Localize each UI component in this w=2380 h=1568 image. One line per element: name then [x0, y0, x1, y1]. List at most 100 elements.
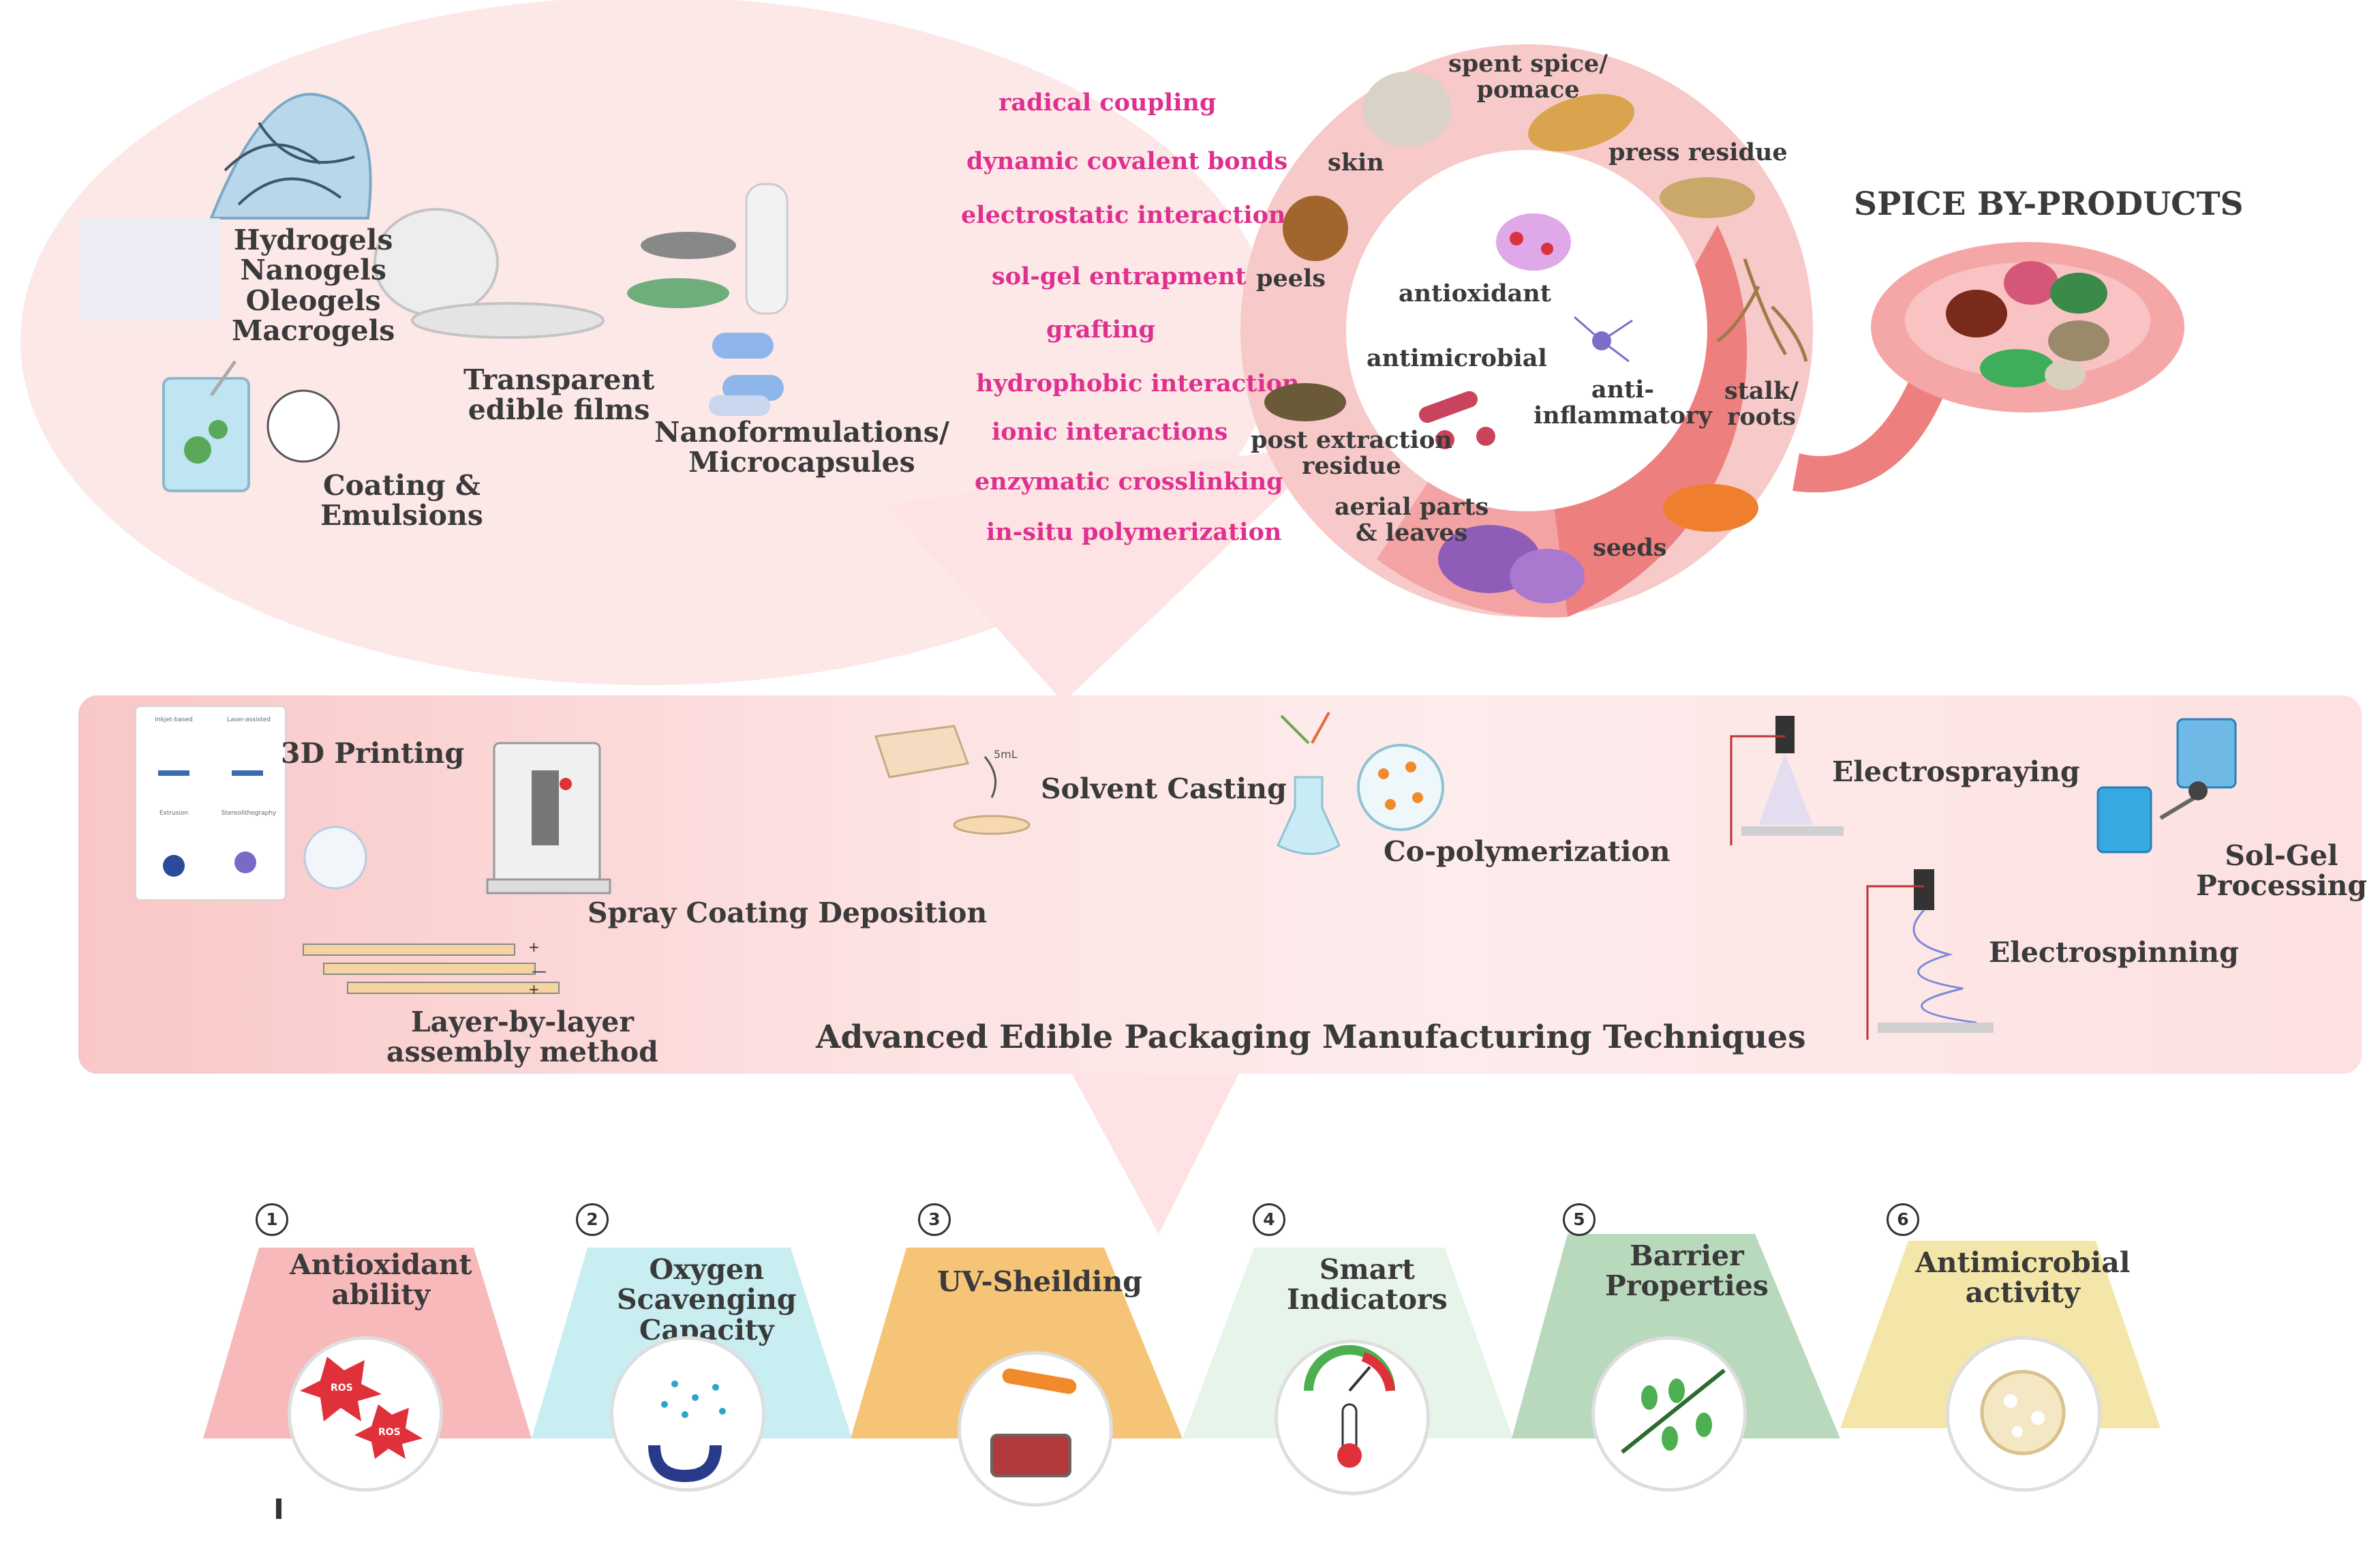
- label-seeds: seeds: [1593, 534, 1667, 562]
- ros-text-2: ROS: [378, 1427, 401, 1438]
- electrospinning-nozzle-icon: [1914, 869, 1934, 910]
- techniques-panel: [78, 695, 2362, 1074]
- label-sol-gel: Sol-Gel Processing: [2196, 839, 2368, 903]
- press-residue-icon: [1660, 177, 1755, 218]
- interaction-in-situ: in-situ polymerization: [986, 518, 1282, 546]
- label-electrospraying: Electrospraying: [1832, 755, 2080, 788]
- electrospray-nozzle-icon: [1775, 716, 1795, 753]
- interaction-radical-coupling: radical coupling: [998, 89, 1217, 117]
- antioxidant-cell-icon: [1496, 213, 1571, 271]
- label-antimicrobial: antimicrobial: [1367, 344, 1547, 372]
- scaffold-icon: [303, 826, 367, 890]
- svg-text:—: —: [532, 963, 547, 980]
- stray-mark: [276, 1498, 281, 1519]
- printer-nozzle-icon: [158, 770, 189, 776]
- feature-number-3: 3: [918, 1203, 951, 1236]
- label-press-residue: press residue: [1608, 138, 1788, 166]
- barrier-line-icon: [1621, 1368, 1726, 1454]
- casting-flask-icon: [874, 725, 970, 779]
- feature-number-2: 2: [576, 1203, 609, 1236]
- svg-text:+: +: [528, 981, 540, 997]
- transparent-films-label: Transparent edible films: [463, 363, 655, 427]
- funnel-top: [886, 443, 1336, 702]
- feature-smart-label: Smart Indicators: [1287, 1253, 1448, 1316]
- spice-byproducts-title: SPICE BY-PRODUCTS: [1854, 185, 2244, 223]
- bacteria-icon: [1418, 391, 1478, 423]
- casting-volume-label: 5mL: [994, 748, 1018, 761]
- ring-to-spice-connector: [1792, 382, 1942, 493]
- feature-antimicrobial-label: Antimicrobial activity: [1915, 1246, 2131, 1310]
- microtube-icon: [745, 183, 789, 315]
- interaction-electrostatic: electrostatic interactions: [961, 201, 1300, 229]
- label-co-polymerization: Co-polymerization: [1384, 835, 1670, 868]
- pomace-icon: [1528, 93, 1634, 152]
- label-solvent-casting: Solvent Casting: [1041, 772, 1287, 805]
- interaction-enzymatic: enzymatic crosslinking: [975, 468, 1283, 496]
- seeds-icon: [1663, 484, 1758, 532]
- feature-number-1: 1: [256, 1203, 288, 1236]
- feature-uv-label: UV-Sheilding: [937, 1265, 1142, 1298]
- ros-text-1: ROS: [331, 1383, 353, 1393]
- micelle-zoom-icon: [1357, 744, 1444, 831]
- gel-grid-icon: [80, 218, 220, 320]
- card-label-inkjet: Inkjet-based: [155, 717, 193, 723]
- label-skin: skin: [1328, 149, 1384, 177]
- ros-burst-icon: [300, 1357, 382, 1421]
- petri-dish-icon: [953, 815, 1031, 835]
- label-stalk-roots: stalk/ roots: [1724, 377, 1799, 431]
- card-label-laser: Laser-assisted: [227, 717, 271, 723]
- gel-types-label: Hydrogels Nanogels Oleogels Macrogels: [232, 224, 395, 347]
- nanosheet-green-icon: [627, 278, 729, 308]
- nanosheet-icon: [641, 232, 736, 259]
- meat-tray-icon: [990, 1434, 1071, 1477]
- label-peels: peels: [1256, 265, 1326, 292]
- feature-barrier-label: Barrier Properties: [1605, 1239, 1769, 1303]
- extraction-residue-icon: [1264, 383, 1346, 421]
- label-spray-coating: Spray Coating Deposition: [588, 896, 988, 929]
- feature-oxygen-label: Oxygen Scavenging Capacity: [617, 1253, 797, 1346]
- peels-icon: [1283, 196, 1348, 261]
- spent-spice-icon: [1363, 72, 1452, 147]
- interaction-ionic: ionic interactions: [992, 418, 1228, 446]
- svg-text:+: +: [528, 939, 540, 955]
- label-anti-inflammatory: anti- inflammatory: [1534, 376, 1712, 429]
- coating-emulsions-label: Coating & Emulsions: [320, 469, 483, 532]
- film-sheet-icon: [411, 302, 605, 339]
- beaker-icon: [162, 377, 250, 492]
- roots-icon: [1716, 258, 1808, 362]
- feature-number-4: 4: [1253, 1203, 1285, 1236]
- feature-antioxidant-disc: [288, 1336, 443, 1492]
- gel-beaker-icon: [2096, 786, 2152, 854]
- reaction-flask-icon: [1277, 776, 1341, 855]
- magnet-icon: [648, 1445, 722, 1483]
- interaction-grafting: grafting: [1046, 316, 1156, 344]
- techniques-title: Advanced Edible Packaging Manufacturing …: [816, 1019, 1806, 1056]
- capsule-icon: [712, 333, 774, 359]
- label-aerial-parts: aerial parts & leaves: [1334, 493, 1489, 547]
- label-layer-by-layer: Layer-by-layer assembly method: [386, 1006, 658, 1069]
- nanoformulations-label: Nanoformulations/ Microcapsules: [654, 416, 949, 479]
- feature-number-5: 5: [1563, 1203, 1596, 1236]
- label-post-extraction: post extraction residue: [1251, 426, 1452, 480]
- interaction-hydrophobic: hydrophobic interaction: [976, 370, 1300, 397]
- interaction-dynamic-covalent: dynamic covalent bonds: [966, 147, 1288, 175]
- spice-pile-icon: [1946, 290, 2007, 337]
- ring-center: [1346, 150, 1707, 511]
- label-electrospinning: Electrospinning: [1989, 936, 2239, 969]
- petri-culture-icon: [1980, 1370, 2066, 1456]
- feature-antioxidant-label: Antioxidant ability: [290, 1248, 472, 1312]
- layer-stack-icon: [303, 944, 515, 956]
- card-label-extrusion: Extrusion: [159, 810, 188, 817]
- uv-lamp-icon: [1002, 1368, 1077, 1394]
- label-3d-printing: 3D Printing: [281, 737, 465, 770]
- card-label-stereolithography: Stereolithography: [222, 810, 277, 817]
- interaction-sol-gel: sol-gel entrapment: [992, 262, 1247, 290]
- label-antioxidant: antioxidant: [1399, 280, 1551, 307]
- feature-number-6: 6: [1887, 1203, 1919, 1236]
- emulsion-droplet-icon: [266, 389, 340, 463]
